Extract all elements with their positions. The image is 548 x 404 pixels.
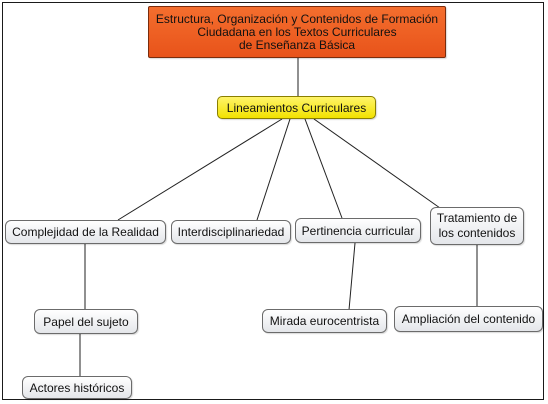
node-complejidad: Complejidad de la Realidad bbox=[5, 220, 166, 244]
node-mirada: Mirada eurocentrista bbox=[262, 309, 387, 333]
node-complejidad-label: Complejidad de la Realidad bbox=[12, 225, 159, 239]
root-node: Estructura, Organización y Contenidos de… bbox=[148, 6, 446, 58]
node-interdisciplinariedad: Interdisciplinariedad bbox=[171, 220, 291, 244]
node-papel: Papel del sujeto bbox=[34, 309, 138, 334]
root-line-2: Ciudadana en los Textos Curriculares bbox=[197, 24, 397, 39]
node-papel-label: Papel del sujeto bbox=[43, 314, 129, 329]
main-node: Lineamientos Curriculares bbox=[217, 96, 376, 119]
node-tratamiento-line-2: los contenidos bbox=[438, 226, 516, 240]
link-main-interdisciplinariedad bbox=[256, 118, 291, 221]
node-interdisciplinariedad-label: Interdisciplinariedad bbox=[177, 225, 285, 239]
root-line-1: Estructura, Organización y Contenidos de… bbox=[155, 11, 439, 26]
link-main-tratamiento bbox=[313, 118, 441, 209]
node-pertinencia: Pertinencia curricular bbox=[295, 218, 421, 243]
node-ampliacion-label: Ampliación del contenido bbox=[401, 312, 536, 326]
node-actores-label: Actores históricos bbox=[29, 380, 125, 395]
node-ampliacion: Ampliación del contenido bbox=[394, 306, 543, 332]
node-actores: Actores históricos bbox=[22, 376, 132, 399]
node-pertinencia-label: Pertinencia curricular bbox=[301, 223, 415, 238]
node-mirada-label: Mirada eurocentrista bbox=[269, 314, 380, 328]
link-pertinencia-mirada bbox=[348, 242, 356, 311]
link-main-complejidad bbox=[117, 118, 283, 221]
node-tratamiento: Tratamiento de los contenidos bbox=[430, 207, 524, 245]
link-main-pertinencia bbox=[304, 118, 343, 219]
main-node-label: Lineamientos Curriculares bbox=[226, 100, 367, 115]
node-tratamiento-line-1: Tratamiento de bbox=[436, 211, 518, 225]
root-line-3: de Enseñanza Básica bbox=[238, 37, 356, 52]
